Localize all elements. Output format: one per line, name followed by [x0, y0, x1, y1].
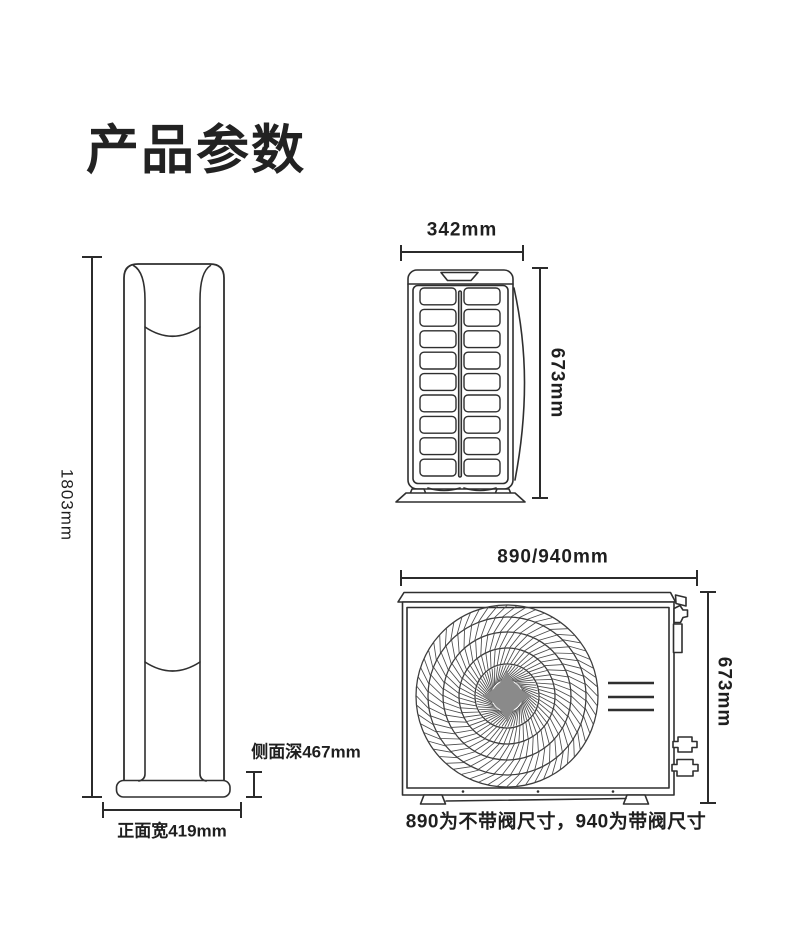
outdoor-inner-box [406, 606, 670, 789]
outdoor-top-right-flap [674, 594, 687, 607]
side-height-dimension-line [532, 267, 548, 499]
indoor-height-dimension-line [82, 256, 102, 798]
side-view-drawing [395, 269, 526, 503]
side-center-divider [457, 290, 463, 478]
outdoor-valve-upper [672, 736, 698, 753]
outdoor-foot-right [622, 794, 650, 805]
outdoor-valve-lower [671, 758, 699, 777]
side-view-height-label: 673mm [546, 347, 568, 419]
indoor-panel-top-arc [144, 326, 201, 338]
indoor-unit-drawing [115, 263, 231, 798]
outdoor-unit-drawing [397, 591, 699, 805]
side-vent-grid [419, 287, 501, 477]
outdoor-valve-note: 890为不带阀尺寸，940为带阀尺寸 [405, 811, 707, 833]
indoor-front-width-label: 正面宽419mm [117, 821, 227, 841]
outdoor-ground-line [445, 797, 627, 802]
side-bottom-arc-right [463, 487, 497, 492]
indoor-panel-bottom-arc [144, 661, 201, 672]
side-view-width-label: 342mm [426, 219, 498, 241]
indoor-width-dimension-line [102, 802, 242, 818]
outdoor-top-plate [397, 591, 677, 603]
outdoor-louver-lines [608, 681, 654, 712]
outdoor-width-label: 890/940mm [497, 546, 609, 568]
outdoor-side-strip [672, 623, 683, 654]
indoor-base [115, 779, 231, 798]
side-width-dimension-line [400, 245, 524, 261]
side-right-flap [513, 287, 526, 481]
indoor-side-depth-label: 侧面深467mm [251, 742, 361, 762]
indoor-body-outline [123, 263, 225, 782]
dimension-lines [82, 245, 716, 818]
page-title: 产品参数 [86, 121, 306, 180]
outdoor-width-dimension-line [400, 570, 698, 586]
outdoor-height-label: 673mm [713, 656, 735, 728]
outdoor-height-dimension-line [700, 591, 716, 804]
outdoor-foot-left [419, 794, 447, 805]
indoor-depth-dimension-line [246, 771, 262, 798]
side-inner-frame [412, 284, 509, 485]
side-top-handle [440, 271, 479, 282]
indoor-panel-right-edge [199, 264, 212, 782]
side-base-plate [395, 492, 526, 503]
indoor-height-label: 1803mm [57, 468, 77, 542]
side-bottom-arc-left [427, 487, 461, 492]
outdoor-top-bracket [673, 604, 689, 624]
fan-grille [415, 604, 599, 788]
indoor-panel-left-edge [132, 264, 146, 782]
